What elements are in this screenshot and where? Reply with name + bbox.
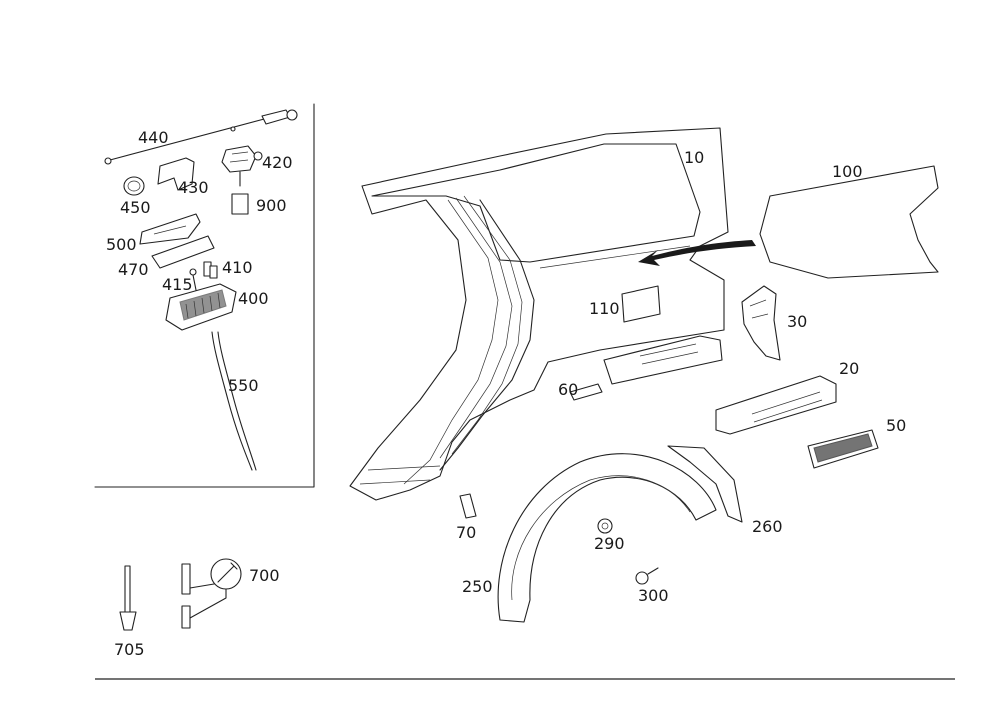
callout-420: 420 bbox=[262, 153, 293, 172]
part-420-actuator bbox=[221, 145, 263, 187]
callout-550: 550 bbox=[228, 376, 259, 395]
part-rail bbox=[603, 335, 723, 385]
part-900-clip bbox=[231, 193, 249, 215]
callout-500: 500 bbox=[106, 235, 137, 254]
callout-415: 415 bbox=[162, 275, 193, 294]
part-500-flap bbox=[139, 213, 201, 245]
callout-900: 900 bbox=[256, 196, 287, 215]
callout-700: 700 bbox=[249, 566, 280, 585]
callout-300: 300 bbox=[638, 586, 669, 605]
part-430-bracket bbox=[157, 157, 195, 191]
part-410-pin bbox=[203, 261, 218, 279]
part-440-cable bbox=[104, 109, 298, 165]
part-705-rivet bbox=[119, 565, 137, 631]
part-290-nut bbox=[597, 518, 613, 534]
part-60-bracket bbox=[569, 383, 603, 401]
callout-470: 470 bbox=[118, 260, 149, 279]
part-550-hose bbox=[211, 331, 253, 471]
callout-60: 60 bbox=[558, 380, 578, 399]
callout-100: 100 bbox=[832, 162, 863, 181]
callout-400: 400 bbox=[238, 289, 269, 308]
callout-290: 290 bbox=[594, 534, 625, 553]
part-110-patch bbox=[621, 285, 661, 323]
callout-10: 10 bbox=[684, 148, 704, 167]
part-50-vent-grille bbox=[807, 429, 879, 469]
part-260-splash-shield bbox=[667, 445, 743, 523]
callout-450: 450 bbox=[120, 198, 151, 217]
part-70-sealer bbox=[459, 493, 477, 519]
part-250-wheelhouse-liner bbox=[497, 453, 717, 623]
callout-430: 430 bbox=[178, 178, 209, 197]
part-470-seal bbox=[151, 235, 215, 269]
part-415-screw bbox=[189, 268, 197, 291]
inset-frame bbox=[94, 103, 315, 488]
part-400-housing bbox=[165, 283, 237, 331]
part-10-side-panel bbox=[349, 127, 729, 501]
part-300-clip bbox=[635, 567, 659, 585]
part-700-studs bbox=[181, 563, 227, 629]
callout-20: 20 bbox=[839, 359, 859, 378]
callout-70: 70 bbox=[456, 523, 476, 542]
callout-30: 30 bbox=[787, 312, 807, 331]
callout-250: 250 bbox=[462, 577, 493, 596]
callout-110: 110 bbox=[589, 299, 620, 318]
part-20-reinforcement bbox=[715, 375, 837, 435]
callout-440: 440 bbox=[138, 128, 169, 147]
wrench-icon bbox=[210, 558, 242, 590]
callout-260: 260 bbox=[752, 517, 783, 536]
callout-50: 50 bbox=[886, 416, 906, 435]
callout-705: 705 bbox=[114, 640, 145, 659]
part-450-cap bbox=[123, 176, 145, 196]
part-100-outer-skin bbox=[759, 165, 939, 279]
assembly-arrow bbox=[638, 240, 756, 266]
callout-410: 410 bbox=[222, 258, 253, 277]
part-30-inner-panel bbox=[741, 285, 781, 361]
